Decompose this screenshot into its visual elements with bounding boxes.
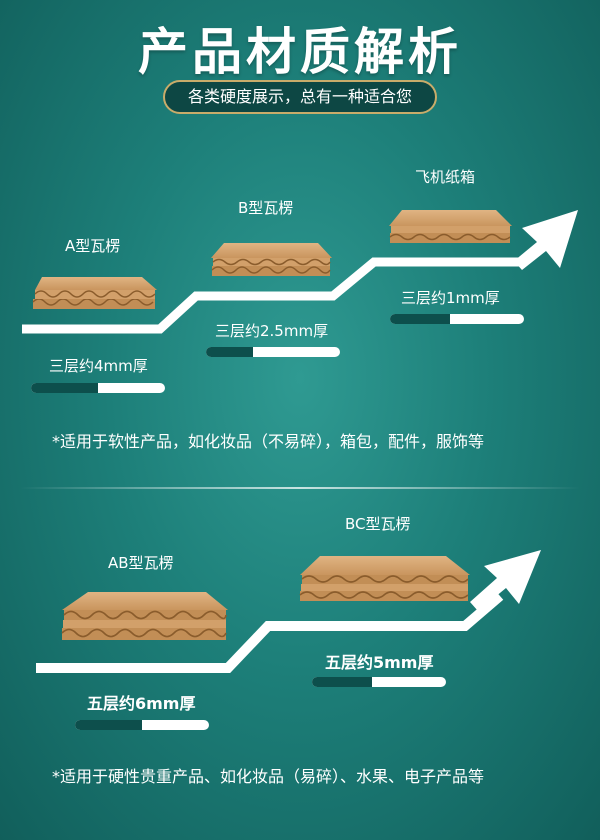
section1-usage-note: *适用于软性产品，如化妆品（不易碎），箱包，配件，服饰等: [52, 432, 485, 451]
item-spec-bc: 五层约5mm厚: [325, 653, 434, 672]
thickness-bar-bc: [312, 677, 446, 687]
thickness-bar-ab: [75, 720, 209, 730]
item-name-airplane-box: 飞机纸箱: [415, 168, 476, 186]
cardboard-ab-image: [61, 592, 228, 640]
section-divider: [20, 487, 580, 489]
cardboard-a-image: [32, 277, 157, 309]
arrow-head-icon-2: [470, 550, 541, 611]
item-name-ab: AB型瓦楞: [108, 554, 174, 572]
item-name-a: A型瓦楞: [65, 237, 121, 255]
thickness-bar-a: [31, 383, 165, 393]
cardboard-airplane-box-image: [389, 210, 512, 243]
item-name-bc: BC型瓦楞: [345, 515, 411, 533]
cardboard-bc-image: [299, 556, 470, 601]
thickness-bar-airplane-box: [390, 314, 524, 324]
step-arrow-line-1: [22, 257, 522, 334]
item-spec-ab: 五层约6mm厚: [87, 694, 196, 713]
thickness-bar-b: [206, 347, 340, 357]
cardboard-b-image: [211, 243, 332, 276]
item-spec-a: 三层约4mm厚: [49, 357, 148, 375]
item-name-b: B型瓦楞: [238, 199, 294, 217]
subtitle-pill: 各类硬度展示，总有一种适合您: [163, 80, 437, 114]
arrow-head-icon-1: [514, 210, 578, 270]
section2-usage-note: *适用于硬性贵重产品、如化妆品（易碎）、水果、电子产品等: [52, 767, 485, 786]
page-title: 产品材质解析: [138, 23, 462, 81]
item-spec-b: 三层约2.5mm厚: [215, 322, 329, 340]
step-arrow-line-2: [36, 592, 504, 673]
item-spec-airplane-box: 三层约1mm厚: [401, 289, 500, 307]
